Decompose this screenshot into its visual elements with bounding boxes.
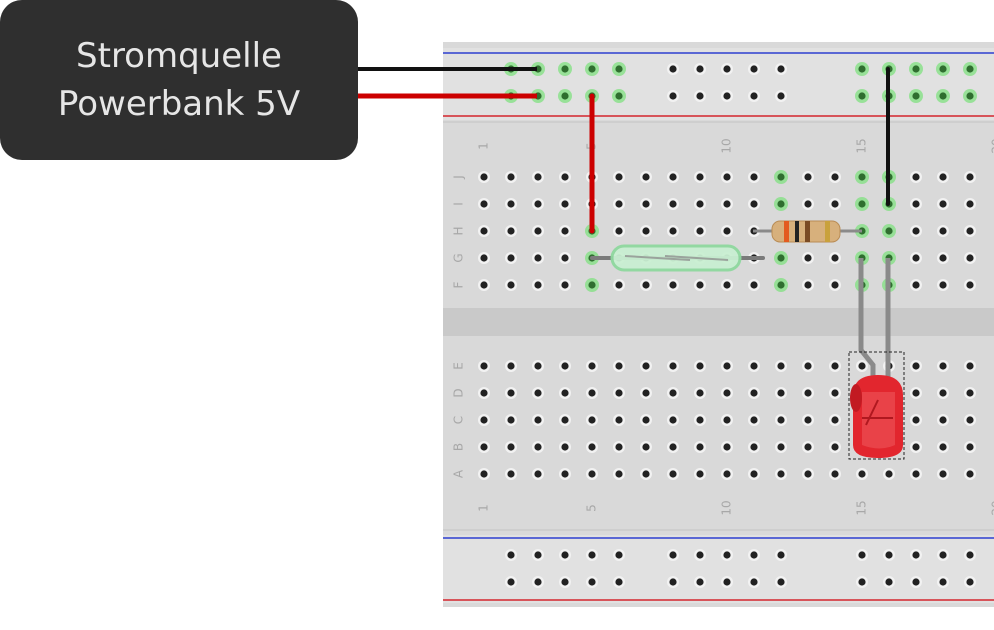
row-label-e: E [452, 362, 466, 370]
column-number-bottom-5: 5 [585, 504, 599, 512]
reed-switch [590, 244, 765, 272]
row-label-i: I [452, 202, 466, 206]
column-number-top-1: 1 [477, 142, 491, 150]
row-label-b: B [452, 443, 466, 451]
column-number-bottom-10: 10 [720, 500, 734, 515]
column-number-top-10: 10 [720, 138, 734, 153]
center-channel [443, 308, 994, 336]
column-number-top-15: 15 [855, 138, 869, 153]
bottom-rail-area [443, 535, 994, 603]
column-number-bottom-1: 1 [477, 504, 491, 512]
row-label-c: C [452, 416, 466, 424]
column-number-bottom-15: 15 [855, 500, 869, 515]
red-led [848, 351, 905, 460]
row-label-g: G [452, 253, 466, 262]
power-source-line2: Powerbank 5V [57, 84, 301, 124]
row-label-d: D [452, 388, 466, 397]
row-label-f: F [452, 281, 466, 288]
row-label-h: H [452, 226, 466, 235]
breadboard-holes [478, 62, 977, 588]
row-label-a: A [452, 469, 466, 478]
power-source-label: Stromquelle Powerbank 5V [0, 0, 358, 160]
column-number-bottom-20: 20 [990, 500, 994, 515]
column-number-top-20: 20 [990, 138, 994, 153]
top-rail-area [443, 48, 994, 120]
row-label-j: J [452, 175, 466, 180]
led-legs [858, 258, 891, 385]
power-source-line1: Stromquelle [76, 36, 282, 76]
resistor [753, 220, 862, 243]
